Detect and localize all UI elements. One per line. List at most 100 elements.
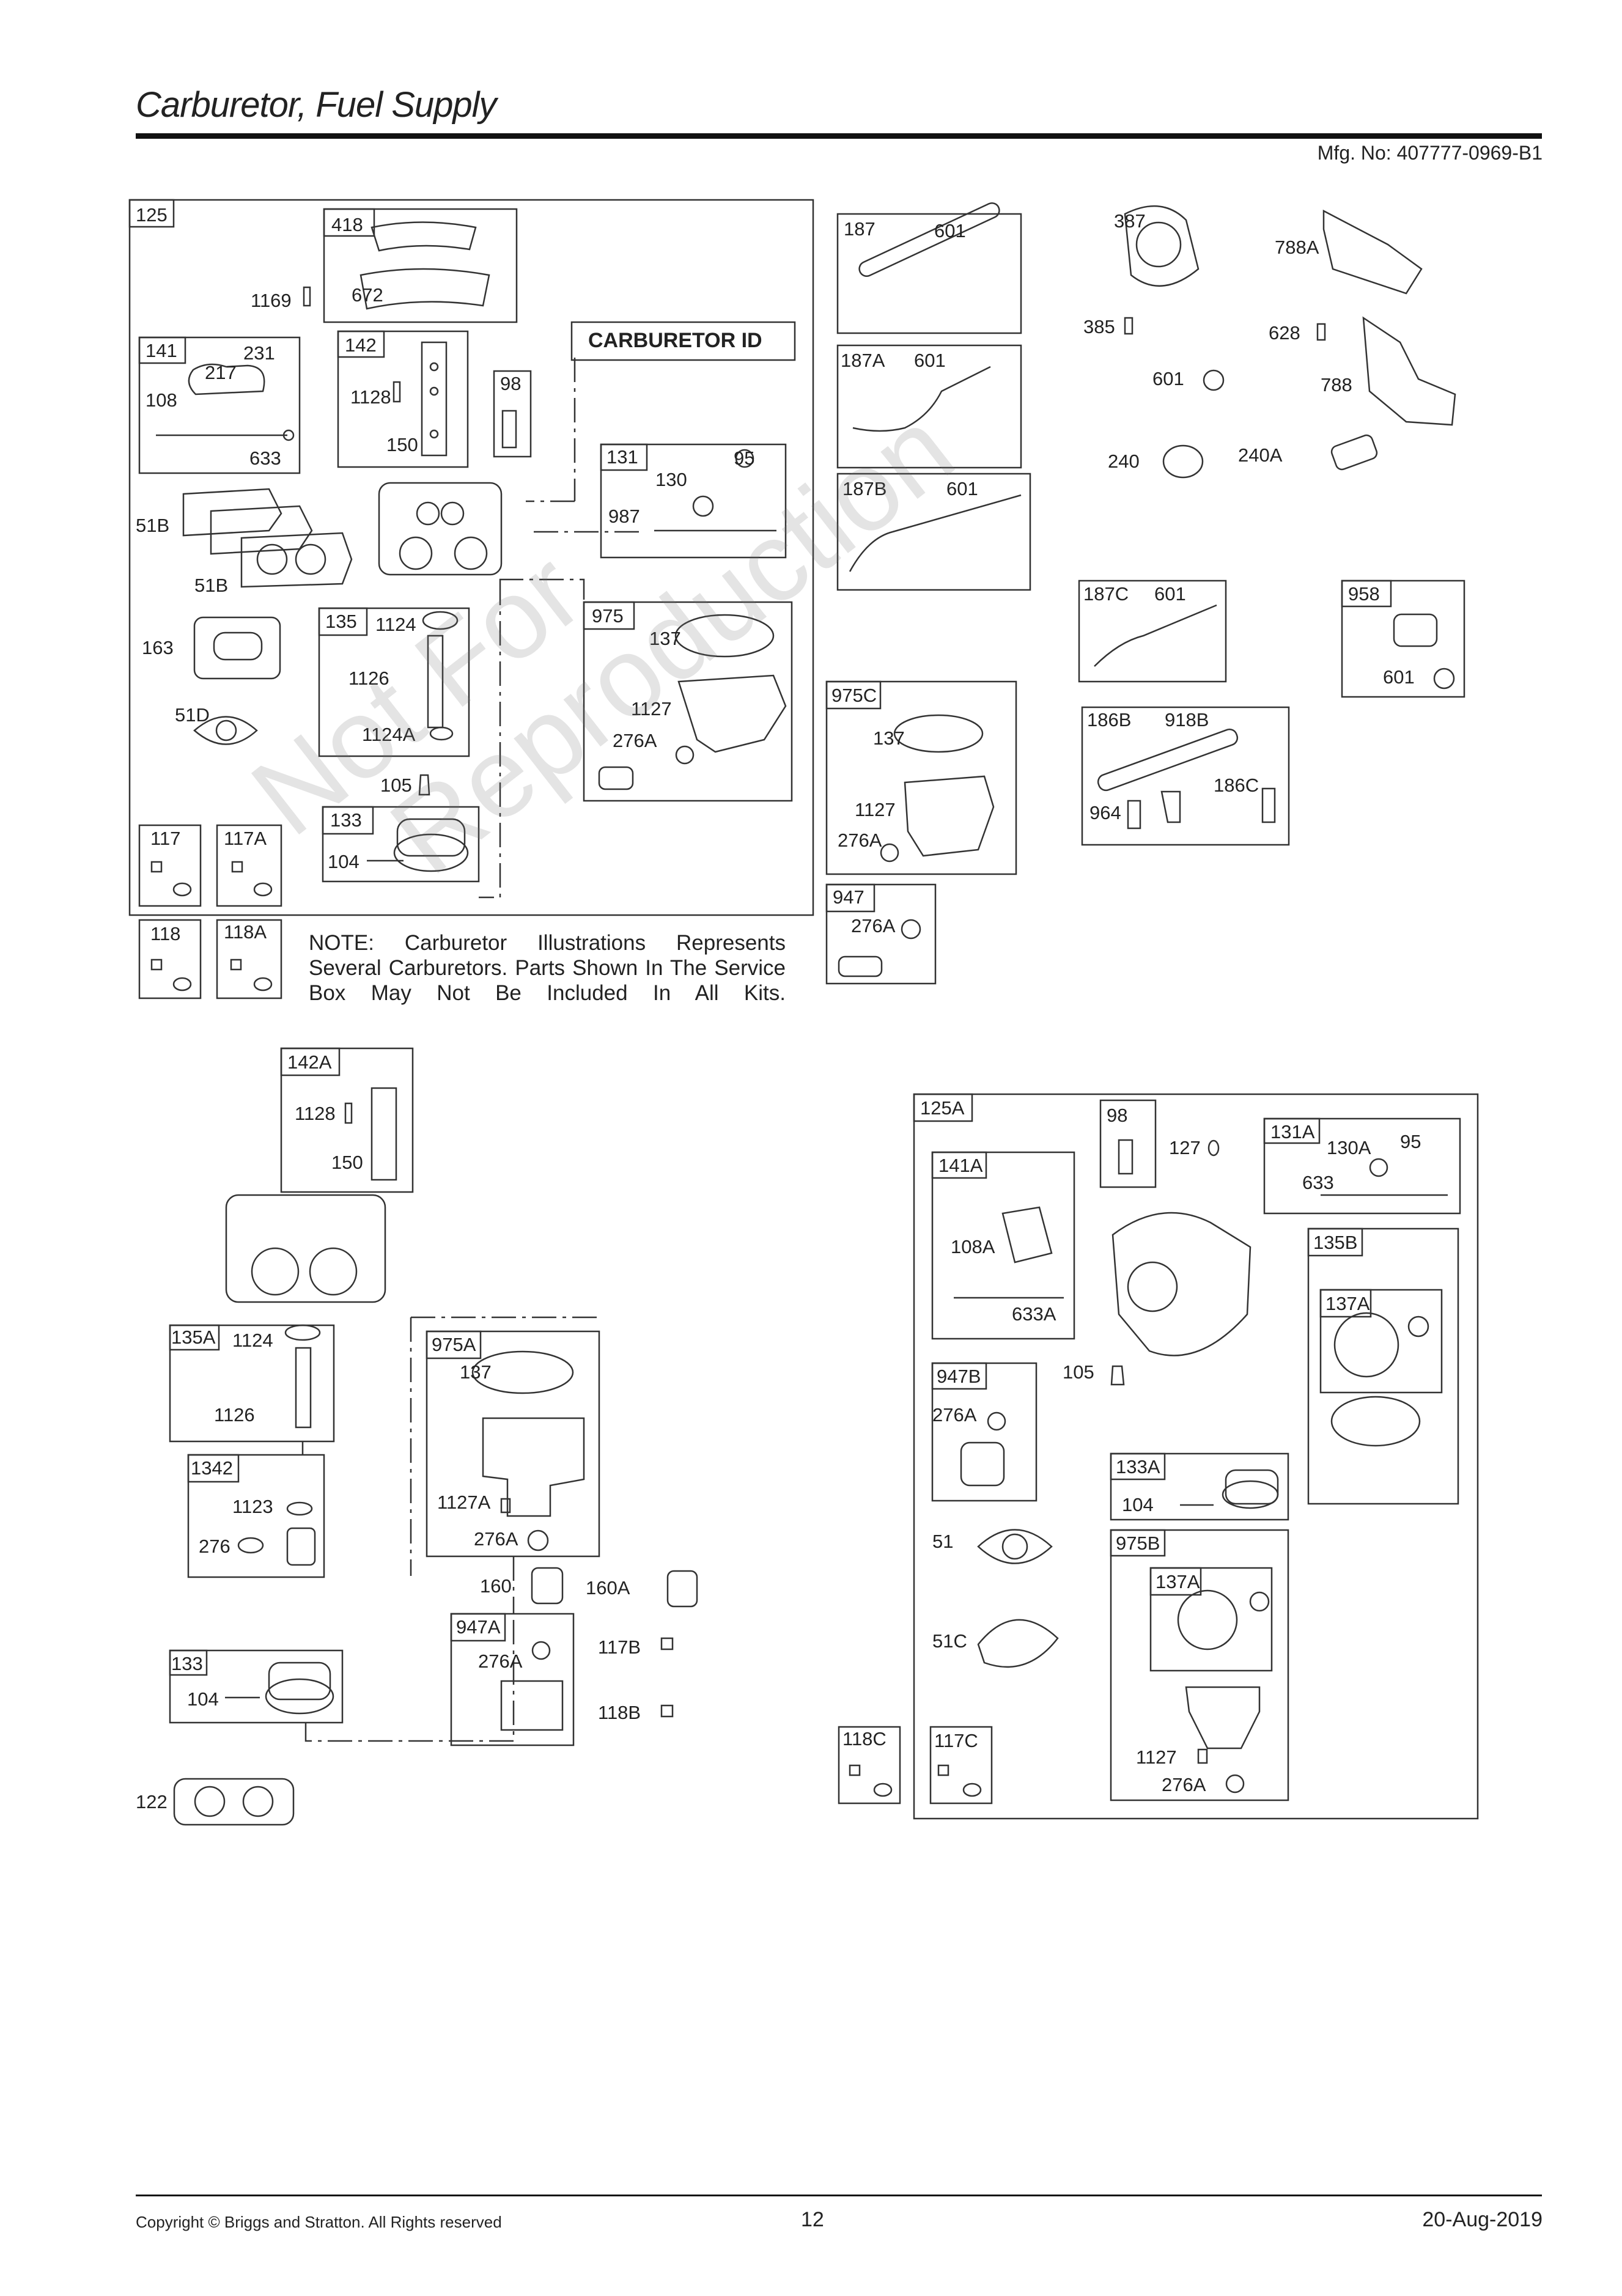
label-1128: 1128 — [350, 386, 391, 408]
label-160: 160 — [480, 1575, 512, 1597]
box-117C — [929, 1726, 993, 1805]
label-231: 231 — [243, 342, 275, 364]
label-1124-b: 1124 — [232, 1330, 273, 1351]
label-187B: 187B — [842, 478, 887, 499]
box-141 — [138, 336, 301, 474]
label-105: 105 — [380, 775, 412, 796]
box-133A — [1110, 1452, 1289, 1521]
box-125A — [913, 1093, 1479, 1820]
box-141A — [931, 1151, 1075, 1340]
tag-141A — [931, 1151, 987, 1179]
label-633: 633 — [249, 447, 281, 469]
tag-975 — [583, 601, 635, 630]
label-633-b: 633 — [1302, 1172, 1334, 1193]
label-117B: 117B — [598, 1636, 641, 1658]
label-150: 150 — [386, 434, 418, 455]
label-117C: 117C — [934, 1730, 978, 1751]
label-788: 788 — [1321, 374, 1352, 396]
box-142 — [337, 330, 469, 468]
tag-958 — [1341, 580, 1392, 608]
label-975: 975 — [592, 605, 624, 627]
box-carb-id — [570, 321, 796, 361]
label-133-b: 133 — [171, 1653, 203, 1674]
box-975 — [583, 601, 793, 802]
tag-947B — [931, 1362, 987, 1390]
label-141: 141 — [146, 340, 177, 361]
label-1127-c: 1127 — [855, 799, 896, 820]
box-975C — [825, 680, 1017, 875]
label-1123: 1123 — [232, 1496, 273, 1517]
box-133 — [322, 806, 480, 883]
label-672: 672 — [352, 284, 383, 306]
tag-125 — [128, 199, 175, 228]
label-131: 131 — [606, 446, 638, 468]
box-125 — [128, 199, 814, 916]
box-135 — [318, 607, 470, 757]
tag-1342 — [187, 1454, 240, 1483]
label-125A: 125A — [920, 1097, 965, 1119]
label-276A-b: 276A — [474, 1528, 518, 1550]
label-118C: 118C — [842, 1728, 887, 1750]
box-947 — [825, 883, 937, 985]
label-1127: 1127 — [631, 698, 672, 719]
label-137A: 137A — [1325, 1293, 1370, 1314]
label-187: 187 — [844, 218, 876, 240]
label-276A-d: 276A — [851, 915, 896, 936]
label-276A: 276A — [613, 730, 657, 751]
label-137A-b: 137A — [1156, 1571, 1200, 1592]
label-117A: 117A — [224, 828, 267, 849]
tag-418 — [323, 208, 375, 237]
label-51B-b: 51B — [194, 575, 228, 596]
label-276A-f: 276A — [932, 1404, 977, 1426]
page-number: 12 — [801, 2208, 824, 2231]
label-104-c: 104 — [1122, 1494, 1154, 1515]
label-601-f: 601 — [1383, 666, 1415, 688]
box-118C — [838, 1726, 901, 1805]
label-95: 95 — [734, 447, 754, 469]
label-1127A: 1127A — [437, 1492, 491, 1513]
label-137-c: 137 — [873, 727, 905, 749]
label-276A-c: 276A — [838, 830, 882, 851]
footer-rule — [136, 2195, 1542, 2196]
label-133A: 133A — [1116, 1456, 1160, 1477]
label-1128-b: 1128 — [295, 1103, 336, 1124]
label-127: 127 — [1169, 1137, 1201, 1158]
box-187C — [1078, 580, 1227, 683]
label-104: 104 — [328, 851, 359, 872]
label-150-b: 150 — [331, 1152, 363, 1173]
label-975C: 975C — [831, 685, 877, 706]
label-240A: 240A — [1238, 444, 1283, 466]
label-117: 117 — [150, 828, 180, 849]
label-276A-e: 276A — [478, 1650, 523, 1672]
tag-135A — [169, 1324, 220, 1351]
footer-date: 20-Aug-2019 — [1422, 2208, 1543, 2231]
box-142A — [280, 1047, 414, 1193]
label-1124: 1124 — [375, 614, 416, 635]
tag-133 — [322, 806, 374, 835]
label-130A: 130A — [1327, 1137, 1371, 1158]
label-130: 130 — [655, 469, 687, 490]
title-rule — [136, 133, 1542, 139]
label-135: 135 — [325, 611, 357, 632]
box-186B — [1081, 706, 1290, 846]
label-142A: 142A — [287, 1051, 332, 1073]
label-628: 628 — [1269, 322, 1300, 344]
label-98: 98 — [500, 373, 521, 394]
label-1127-b: 1127 — [1136, 1746, 1177, 1768]
label-385: 385 — [1083, 316, 1115, 337]
label-601-e: 601 — [1154, 583, 1186, 605]
label-633A: 633A — [1012, 1303, 1056, 1325]
box-1342 — [187, 1454, 325, 1578]
tag-137A-b — [1149, 1567, 1202, 1596]
label-1169: 1169 — [251, 290, 292, 311]
label-987: 987 — [608, 506, 640, 527]
box-131 — [600, 443, 787, 559]
box-118A — [216, 919, 282, 999]
tag-947A — [450, 1613, 506, 1642]
box-975B — [1110, 1529, 1289, 1801]
tag-131 — [600, 443, 648, 471]
tag-137A — [1319, 1289, 1372, 1318]
box-958 — [1341, 580, 1465, 698]
label-51: 51 — [932, 1531, 953, 1552]
label-160A: 160A — [586, 1577, 630, 1599]
